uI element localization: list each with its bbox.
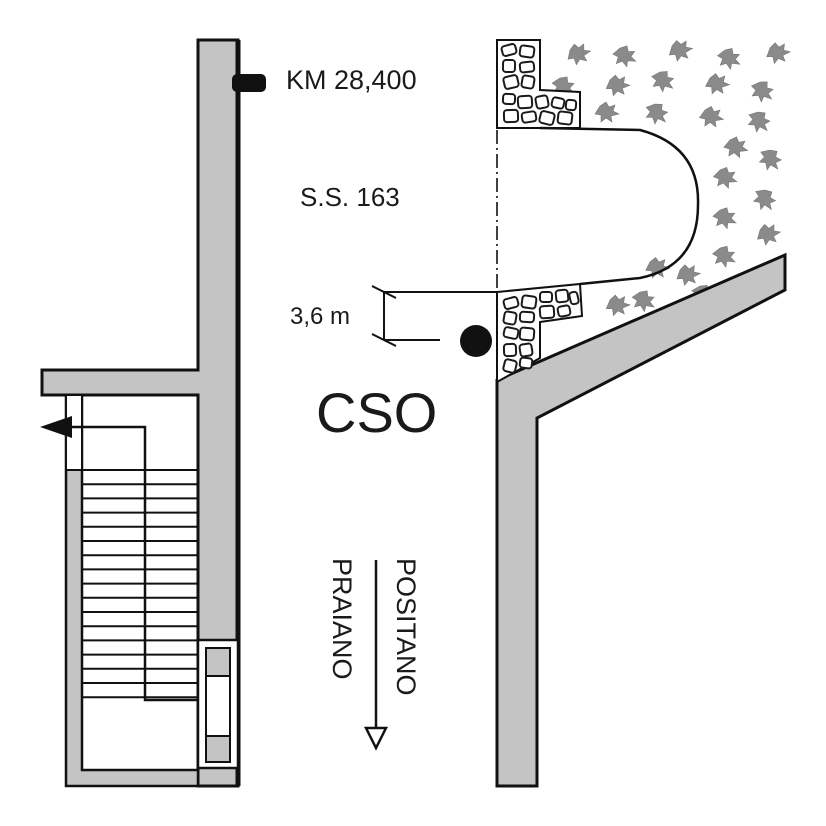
km-marker-icon	[232, 74, 266, 92]
stair-arrow-icon	[40, 416, 72, 438]
stone-wall-lower	[496, 282, 584, 384]
lay-by-outline	[539, 126, 700, 286]
cso-label: CSO	[316, 381, 437, 444]
stone-wall-upper	[496, 39, 581, 129]
cso-point-icon	[460, 325, 492, 357]
stair-walk-line	[60, 425, 198, 702]
destination-positano: POSITANO	[391, 558, 421, 696]
width-dimension	[371, 285, 497, 347]
building-outline	[64, 395, 200, 788]
km-label: KM 28,400	[286, 65, 417, 95]
road-label: S.S. 163	[300, 182, 400, 212]
staircase	[82, 469, 198, 699]
right-wall	[495, 252, 787, 788]
width-label: 3,6 m	[290, 303, 350, 330]
destination-praiano: PRAIANO	[327, 558, 357, 680]
vegetation-area	[540, 36, 793, 358]
wall-pier	[196, 638, 240, 770]
direction-arrow-icon	[363, 560, 389, 751]
